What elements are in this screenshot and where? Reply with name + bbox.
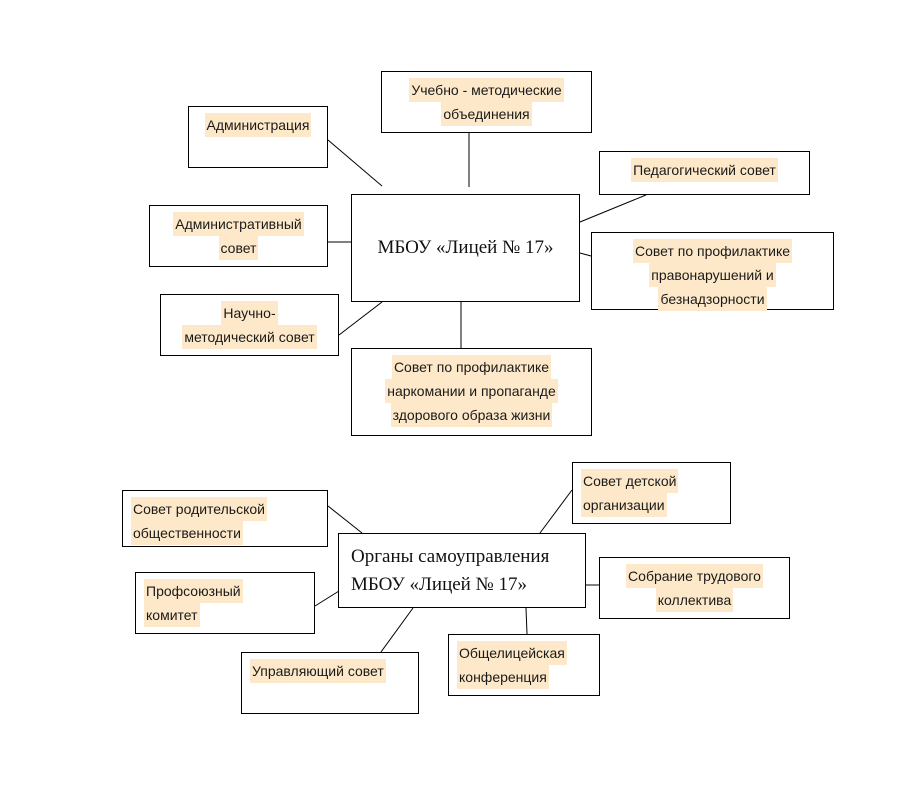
node-label-line: организации (581, 493, 667, 517)
node-label-line: Совет родительской (131, 497, 267, 521)
connector-children-org (539, 489, 573, 534)
connector-offense-prevention (579, 252, 592, 257)
node-label-line: Общелицейская (457, 641, 567, 665)
connector-pedagogical-council (579, 194, 647, 223)
node-governing-council: Управляющий совет (241, 652, 419, 714)
node-label-line: Научно- (221, 301, 278, 325)
connector-administration (327, 139, 383, 187)
node-label-line: Органы самоуправления (351, 545, 550, 567)
node-label-line: совет (218, 236, 259, 260)
node-label-line: здорового образа жизни (390, 403, 553, 427)
connector-scientific-council (338, 301, 383, 336)
node-label-line: Администрация (204, 113, 312, 137)
node-label-line: Собрание трудового (626, 564, 763, 588)
center-node-lyceum: МБОУ «Лицей № 17» (351, 194, 580, 302)
node-label-line: МБОУ «Лицей № 17» (351, 573, 527, 595)
node-label-line: Совет детской (581, 469, 679, 493)
node-pedagogical-council: Педагогический совет (599, 151, 810, 195)
node-label: МБОУ «Лицей № 17» (378, 237, 554, 259)
node-label-line: Совет по профилактике (391, 355, 552, 379)
node-label: Научно-методический совет (182, 301, 317, 349)
node-label-line: наркомании и пропаганде (385, 379, 558, 403)
node-label-line: Управляющий совет (250, 659, 386, 683)
node-label-line: объединения (441, 102, 532, 126)
node-label-line: коллектива (655, 588, 734, 612)
node-label-line: Совет по профилактике (632, 239, 793, 263)
node-label: Администрация (204, 113, 312, 137)
node-label-line: МБОУ «Лицей № 17» (377, 237, 554, 258)
node-administration: Администрация (188, 106, 328, 168)
connector-parent-council (327, 505, 363, 534)
node-label: Педагогический совет (631, 158, 778, 182)
node-label: Управляющий совет (250, 659, 386, 683)
node-label-line: безнадзорности (658, 287, 767, 311)
node-scientific-methodical-council: Научно-методический совет (160, 294, 339, 356)
node-label-line: Учебно - методические (409, 78, 564, 102)
connector-governing-council (380, 607, 414, 653)
connector-lyceum-conference (525, 607, 528, 635)
node-label-line: Профсоюзный (144, 579, 243, 603)
node-label-line: Педагогический совет (631, 158, 778, 182)
node-label-line: правонарушений и (649, 263, 776, 287)
connector-trade-union (314, 590, 340, 607)
node-label-line: общественности (131, 521, 243, 545)
node-label-line: Административный (173, 212, 304, 236)
node-label-line: конференция (457, 665, 549, 689)
node-label-line: комитет (144, 603, 200, 627)
node-label-line: методический совет (182, 325, 317, 349)
